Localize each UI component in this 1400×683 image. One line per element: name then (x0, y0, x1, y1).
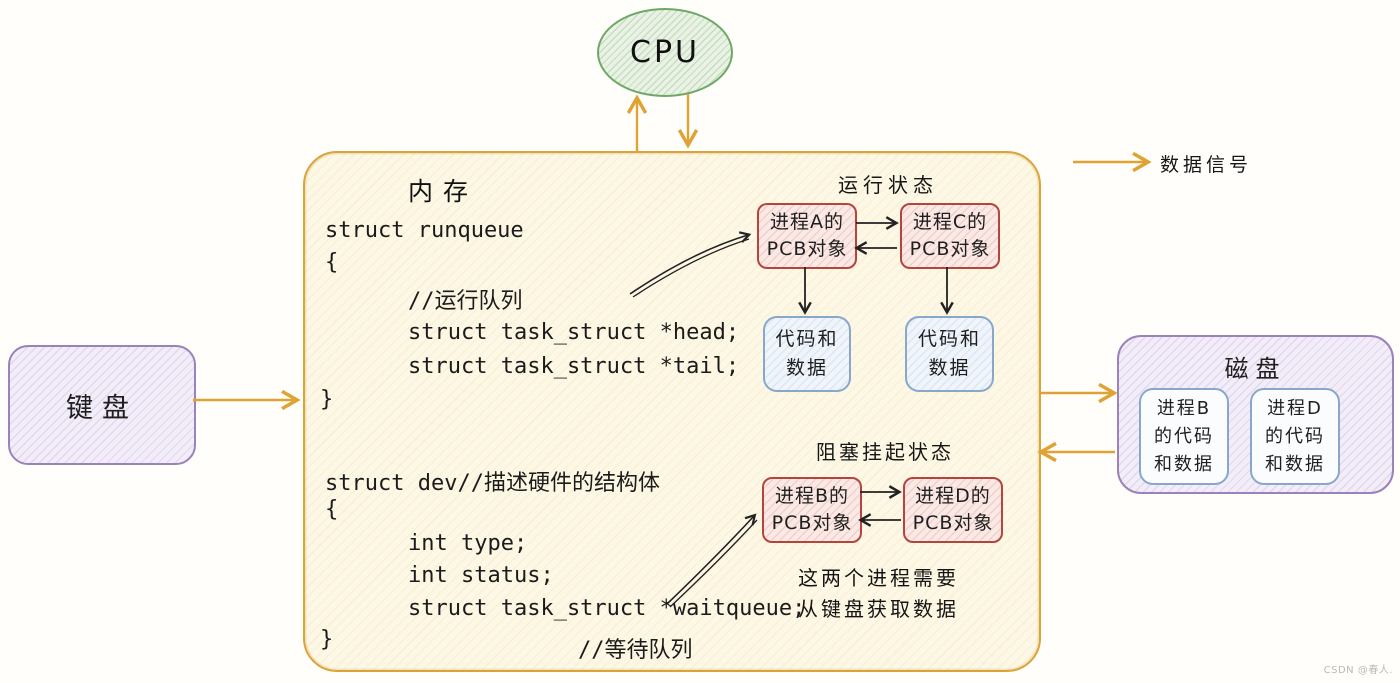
disk-d-line3: 和数据 (1265, 453, 1325, 475)
disk-d-line1: 进程D (1267, 397, 1323, 419)
keyboard-note-line2: 从键盘获取数据 (798, 597, 959, 621)
code-data-c-box: 代码和 数据 (905, 316, 994, 392)
code-runqueue-close-brace: } (320, 387, 334, 412)
code-data-c-line2: 数据 (928, 357, 971, 379)
blocked-state-label: 阻塞挂起状态 (816, 440, 954, 464)
code-data-a-line2: 数据 (785, 357, 828, 379)
code-data-a-box: 代码和 数据 (763, 316, 851, 392)
cpu-label: CPU (630, 35, 700, 70)
pcb-b-line1: 进程B的 (774, 485, 850, 507)
code-runqueue-open-brace: { (325, 250, 339, 275)
code-waitqueue-comment: //等待队列 (578, 638, 693, 663)
pcb-d-line2: PCB对象 (912, 512, 994, 534)
pcb-a-line2: PCB对象 (766, 238, 848, 260)
disk-d-line2: 的代码 (1265, 425, 1325, 447)
code-runqueue-decl: struct runqueue (325, 218, 524, 243)
pcb-b-box: 进程B的 PCB对象 (762, 477, 862, 543)
code-dev-waitqueue: struct task_struct *waitqueue; (408, 596, 806, 621)
pcb-d-line1: 进程D的 (915, 485, 991, 507)
running-state-label: 运行状态 (838, 173, 938, 197)
legend-label: 数据信号 (1160, 154, 1253, 176)
keyboard-box: 键盘 (8, 345, 196, 465)
watermark: CSDN @春人. (1323, 665, 1393, 676)
pcb-a-line1: 进程A的 (770, 211, 844, 233)
code-dev-open-brace: { (325, 497, 339, 522)
code-dev-status: int status; (408, 563, 554, 588)
code-data-a-line1: 代码和 (775, 328, 839, 350)
disk-process-b-box: 进程B 的代码 和数据 (1139, 388, 1229, 485)
cpu-node: CPU (597, 8, 733, 97)
keyboard-note: 这两个进程需要 从键盘获取数据 (798, 563, 959, 625)
pcb-a-box: 进程A的 PCB对象 (757, 203, 857, 269)
pcb-c-box: 进程C的 PCB对象 (900, 203, 1000, 269)
memory-title: 内存 (408, 177, 479, 206)
pcb-d-box: 进程D的 PCB对象 (903, 477, 1003, 543)
keyboard-note-line1: 这两个进程需要 (798, 566, 959, 590)
code-data-c-line1: 代码和 (917, 328, 981, 350)
code-runqueue-tail: struct task_struct *tail; (408, 354, 740, 379)
pcb-c-line2: PCB对象 (909, 238, 991, 260)
disk-b-line1: 进程B (1156, 397, 1212, 419)
code-dev-decl: struct dev//描述硬件的结构体 (325, 471, 660, 496)
keyboard-label: 键盘 (66, 392, 138, 424)
disk-box: 磁盘 进程B 的代码 和数据 进程D 的代码 和数据 (1117, 335, 1394, 494)
code-runqueue-comment: //运行队列 (408, 289, 523, 314)
disk-title: 磁盘 (1224, 355, 1287, 383)
disk-process-d-box: 进程D 的代码 和数据 (1250, 388, 1340, 485)
pcb-c-line1: 进程C的 (912, 211, 988, 233)
disk-b-line2: 的代码 (1154, 425, 1214, 447)
code-dev-type: int type; (408, 531, 528, 556)
code-runqueue-head: struct task_struct *head; (408, 320, 740, 345)
disk-b-line3: 和数据 (1154, 453, 1214, 475)
pcb-b-line2: PCB对象 (771, 512, 853, 534)
code-dev-close-brace: } (320, 627, 334, 652)
